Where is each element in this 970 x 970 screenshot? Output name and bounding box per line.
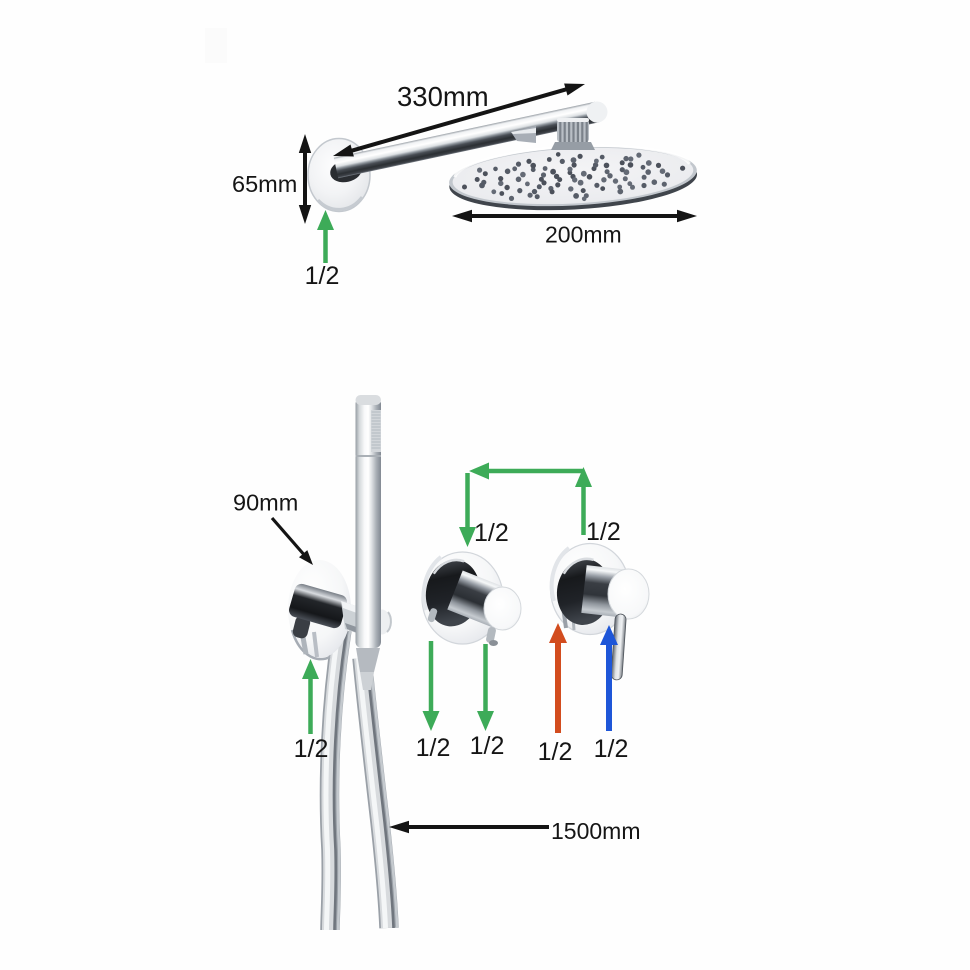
svg-text:1/2: 1/2 xyxy=(474,519,509,547)
svg-text:1/2: 1/2 xyxy=(586,518,621,546)
svg-text:1500mm: 1500mm xyxy=(551,818,640,844)
svg-text:1/2: 1/2 xyxy=(294,735,329,763)
svg-text:1/2: 1/2 xyxy=(538,738,573,766)
svg-text:1/2: 1/2 xyxy=(416,734,451,762)
svg-text:90mm: 90mm xyxy=(233,490,298,516)
svg-text:200mm: 200mm xyxy=(545,222,622,248)
svg-text:65mm: 65mm xyxy=(232,171,297,197)
svg-text:330mm: 330mm xyxy=(397,81,489,112)
svg-text:1/2: 1/2 xyxy=(470,732,505,760)
svg-text:1/2: 1/2 xyxy=(305,262,340,290)
svg-text:1/2: 1/2 xyxy=(594,735,629,763)
